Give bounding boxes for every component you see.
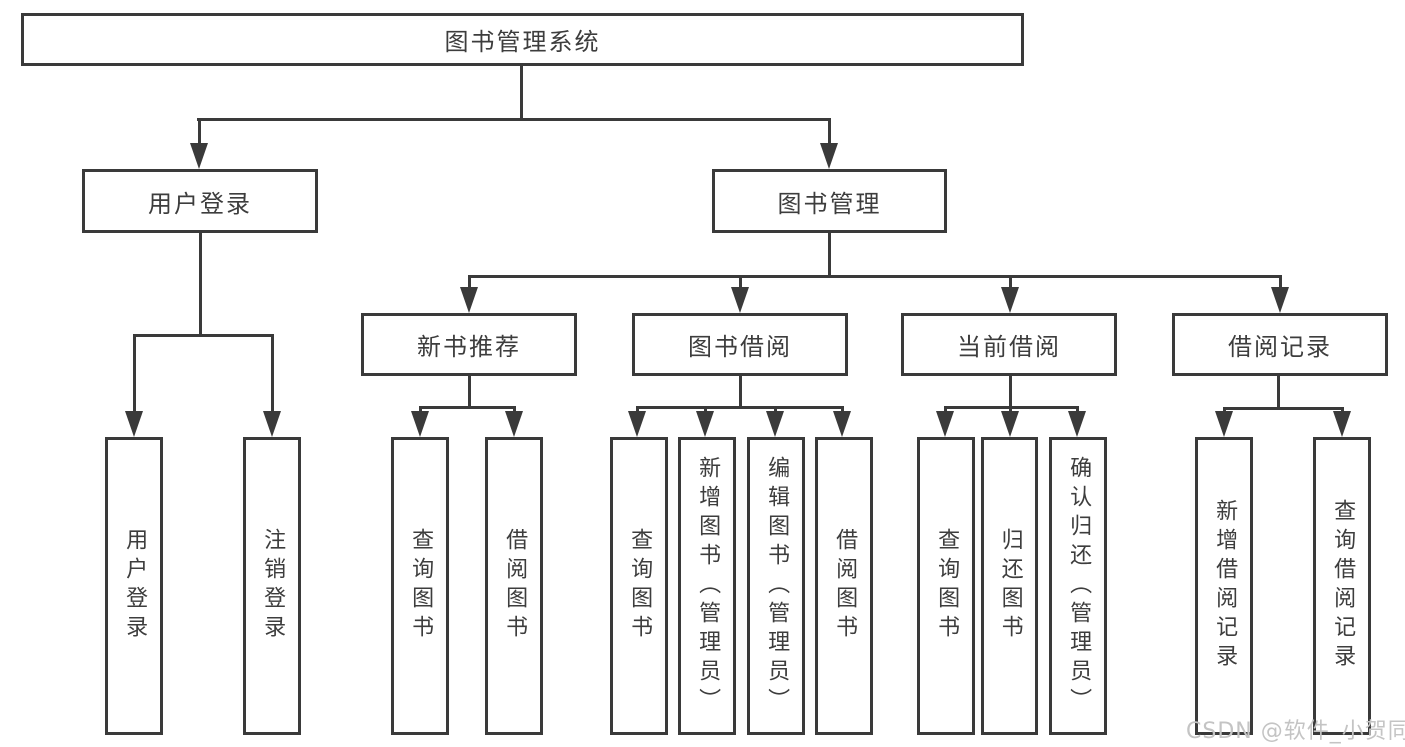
- leaf-user-login-label: 用户登录: [122, 528, 148, 644]
- leaf-cb-query-books-label: 查询图书: [934, 528, 960, 644]
- arrow-shaft: [198, 118, 201, 149]
- leaf-cb-return-books: 归还图书: [981, 437, 1038, 735]
- leaf-br-add-record-label: 新增借阅记录: [1212, 499, 1238, 673]
- arrow-down-icon: [1068, 411, 1086, 437]
- leaf-logout-label: 注销登录: [260, 528, 286, 644]
- connector-line: [739, 376, 742, 409]
- leaf-cb-return-books-label: 归还图书: [997, 528, 1023, 644]
- arrow-down-icon: [766, 411, 784, 437]
- connector-line: [1009, 376, 1012, 409]
- leaf-bb-add-books-admin: 新增图书（管理员）: [678, 437, 736, 735]
- leaf-bb-add-books-admin-label: 新增图书（管理员）: [695, 455, 721, 717]
- node-new-book-recommend-label: 新书推荐: [417, 333, 521, 361]
- arrow-down-icon: [1333, 411, 1351, 437]
- csdn-watermark: CSDN @软件_小贺同学: [1186, 719, 1405, 744]
- leaf-cb-confirm-return-admin-label: 确认归还（管理员）: [1066, 455, 1092, 717]
- arrow-shaft: [271, 334, 274, 417]
- leaf-bb-query-books: 查询图书: [610, 437, 668, 735]
- arrow-down-icon: [411, 411, 429, 437]
- leaf-bb-edit-books-admin-label: 编辑图书（管理员）: [764, 455, 790, 717]
- leaf-nbr-borrow-books: 借阅图书: [485, 437, 543, 735]
- leaf-cb-confirm-return-admin: 确认归还（管理员）: [1049, 437, 1107, 735]
- leaf-nbr-borrow-books-label: 借阅图书: [502, 528, 528, 644]
- leaf-br-query-record-label: 查询借阅记录: [1330, 499, 1356, 673]
- node-root: 图书管理系统: [21, 13, 1024, 66]
- arrow-down-icon: [628, 411, 646, 437]
- arrow-down-icon: [460, 287, 478, 313]
- arrow-down-icon: [263, 411, 281, 437]
- arrow-down-icon: [731, 287, 749, 313]
- arrow-down-icon: [1001, 411, 1019, 437]
- node-root-label: 图书管理系统: [444, 28, 601, 56]
- arrow-down-icon: [833, 411, 851, 437]
- node-current-borrowing: 当前借阅: [901, 313, 1117, 376]
- arrow-down-icon: [190, 143, 208, 169]
- leaf-bb-borrow-books: 借阅图书: [815, 437, 873, 735]
- arrow-down-icon: [505, 411, 523, 437]
- leaf-br-query-record: 查询借阅记录: [1313, 437, 1371, 735]
- node-book-management: 图书管理: [712, 169, 947, 233]
- arrow-down-icon: [1001, 287, 1019, 313]
- arrow-shaft: [1279, 275, 1282, 293]
- connector-line: [468, 275, 1282, 278]
- leaf-bb-edit-books-admin: 编辑图书（管理员）: [747, 437, 805, 735]
- arrow-shaft: [468, 275, 471, 293]
- leaf-nbr-query-books: 查询图书: [391, 437, 449, 735]
- arrow-shaft: [739, 275, 742, 293]
- connector-line: [468, 376, 471, 409]
- connector-line: [1277, 376, 1280, 410]
- leaf-bb-borrow-books-label: 借阅图书: [832, 528, 858, 644]
- arrow-down-icon: [936, 411, 954, 437]
- connector-line: [197, 118, 831, 121]
- node-user-login-label: 用户登录: [148, 189, 252, 218]
- node-borrowing-records-label: 借阅记录: [1228, 333, 1332, 361]
- arrow-down-icon: [125, 411, 143, 437]
- connector-line: [1223, 407, 1344, 410]
- connector-line: [419, 406, 516, 409]
- node-new-book-recommend: 新书推荐: [361, 313, 577, 376]
- node-current-borrowing-label: 当前借阅: [957, 333, 1061, 361]
- leaf-logout: 注销登录: [243, 437, 301, 735]
- node-user-login: 用户登录: [82, 169, 318, 233]
- connector-line: [133, 334, 274, 337]
- arrow-down-icon: [1215, 411, 1233, 437]
- arrow-shaft: [1009, 275, 1012, 293]
- leaf-nbr-query-books-label: 查询图书: [408, 528, 434, 644]
- node-borrowing-records: 借阅记录: [1172, 313, 1388, 376]
- leaf-bb-query-books-label: 查询图书: [627, 528, 653, 644]
- arrow-shaft: [133, 334, 136, 417]
- node-book-borrowing-label: 图书借阅: [688, 333, 792, 361]
- connector-line: [636, 406, 844, 409]
- arrow-down-icon: [820, 143, 838, 169]
- arrow-down-icon: [1271, 287, 1289, 313]
- arrow-down-icon: [696, 411, 714, 437]
- connector-line: [199, 233, 202, 335]
- leaf-br-add-record: 新增借阅记录: [1195, 437, 1253, 735]
- leaf-user-login: 用户登录: [105, 437, 163, 735]
- node-book-management-label: 图书管理: [777, 189, 882, 218]
- connector-line: [828, 233, 831, 278]
- arrow-shaft: [828, 118, 831, 149]
- leaf-cb-query-books: 查询图书: [917, 437, 975, 735]
- connector-line: [520, 66, 523, 120]
- node-book-borrowing: 图书借阅: [632, 313, 848, 376]
